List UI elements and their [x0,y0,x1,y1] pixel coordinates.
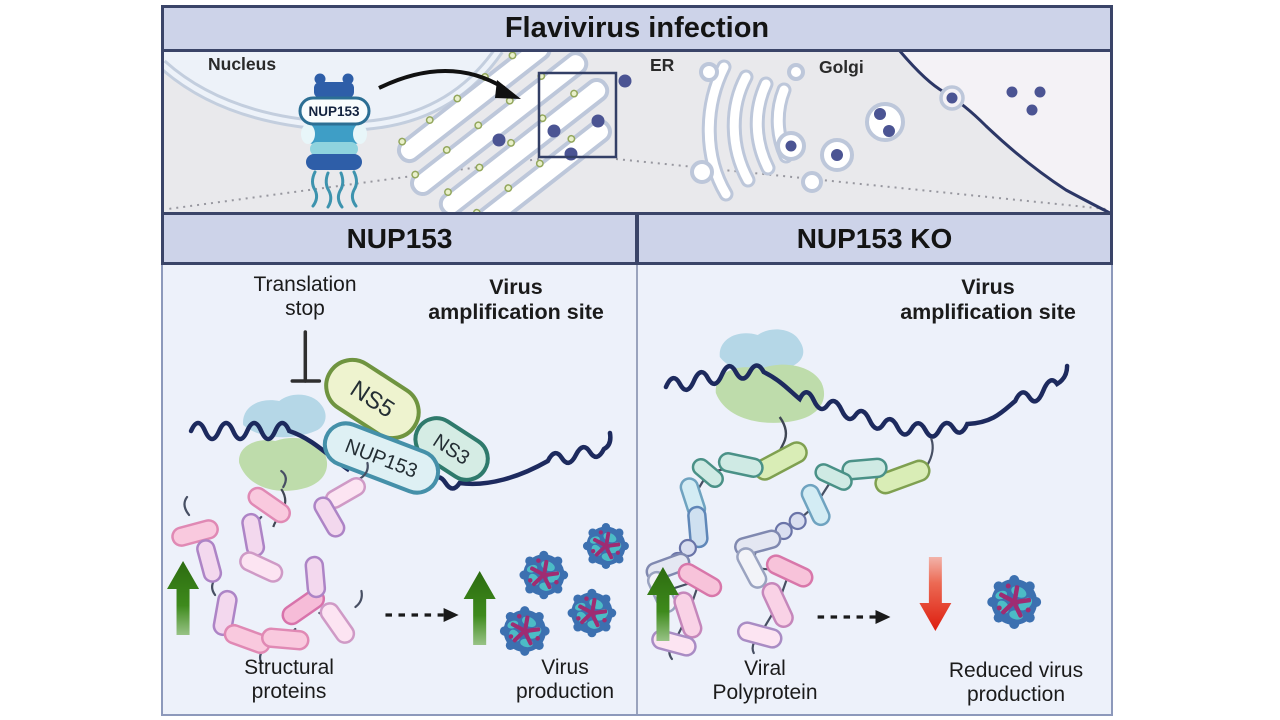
up-arrow-icon [167,561,200,635]
up-arrow-icon [646,567,679,641]
nup153-ko-panel-illustration [645,329,1070,661]
translation-stop-line1: Translation [253,273,357,296]
polyprotein-line2: Polyprotein [712,681,818,704]
down-arrow-icon [919,557,952,631]
budding-virion [946,92,958,104]
polyprotein-line1: Viral [744,657,786,680]
production-line1: Virus [541,656,589,679]
viral-rna-icon [663,363,1070,439]
er-label: ER [650,55,675,75]
virus-production-label: Virus production [481,656,636,704]
nup153-panel-illustration: NS5 NS3 NUP153 [167,330,629,665]
vesicles-with-virions [776,102,905,172]
figure-title: Flavivirus infection [504,12,770,44]
left-panel-header: NUP153 [164,215,639,262]
zoom-arrow-icon [378,69,506,90]
cell-overview-section: NUP153 Nucleus ER Golgi [161,52,1113,212]
structural-line1: Structural [244,656,334,679]
dashed-arrow-icon [385,608,459,622]
graphical-abstract: Flavivirus infection [161,5,1113,716]
dashed-arrow-icon [817,610,891,624]
figure-title-bar: Flavivirus infection [161,5,1113,52]
inhibition-bar-icon [290,330,322,383]
virus-particle-icon [499,606,550,656]
translation-stop-label: Translation stop [240,273,370,321]
nup153-ko-panel: Virus amplification site Viral Polyprote… [638,265,1111,714]
viral-polyprotein-icon [645,437,934,661]
zoom-arrow-head [495,80,521,99]
virus-particle-icon [582,523,629,569]
ribosome-icon [239,394,328,491]
production-line2: production [515,680,615,703]
virus-amplification-site-label: Virus amplification site [401,275,631,325]
amplification-line2: amplification site [900,300,1076,324]
structural-line2: proteins [251,680,327,703]
golgi-label: Golgi [819,57,864,77]
virus-particle-icon [567,588,617,638]
reduced-virus-production-label: Reduced virus production [926,659,1106,707]
up-arrow-icon [463,571,496,645]
zoom-cone-line-right [615,158,1107,210]
structural-proteins-label: Structural proteins [203,656,375,704]
golgi-icon [690,59,823,202]
amplification-line1: Virus [489,275,543,299]
nuclear-pore-icon: NUP153 [298,73,371,209]
virus-particle-icon [519,550,569,600]
translation-stop-line2: stop [285,297,325,320]
npc-label: NUP153 [308,104,360,119]
reduced-line2: production [966,683,1066,706]
cell-illustration: NUP153 [164,52,1110,212]
right-panel-header: NUP153 KO [796,222,953,254]
viral-polyprotein-label: Viral Polyprotein [682,657,848,705]
virus-amplification-site-label: Virus amplification site [873,275,1103,325]
cell-membrane [898,52,1110,212]
virus-particle-icon [987,575,1042,629]
npc-basket-filaments [311,170,358,209]
nup153-panel: NS5 NS3 NUP153 [163,265,638,714]
amplification-line1: Virus [961,275,1015,299]
ns5-pill: NS5 [324,357,421,441]
ns3-pill: NS3 [413,416,490,482]
magnifier-box [537,71,618,159]
amplification-line2: amplification site [428,300,604,324]
released-virions [1006,86,1046,116]
structural-proteins-icon [171,461,369,665]
reduced-line1: Reduced virus [948,659,1084,682]
comparison-panels: NS5 NS3 NUP153 [161,265,1113,716]
panel-headers: NUP153 NUP153 KO [161,212,1113,265]
extracellular-space [900,52,1110,212]
nucleus-label: Nucleus [208,54,277,74]
